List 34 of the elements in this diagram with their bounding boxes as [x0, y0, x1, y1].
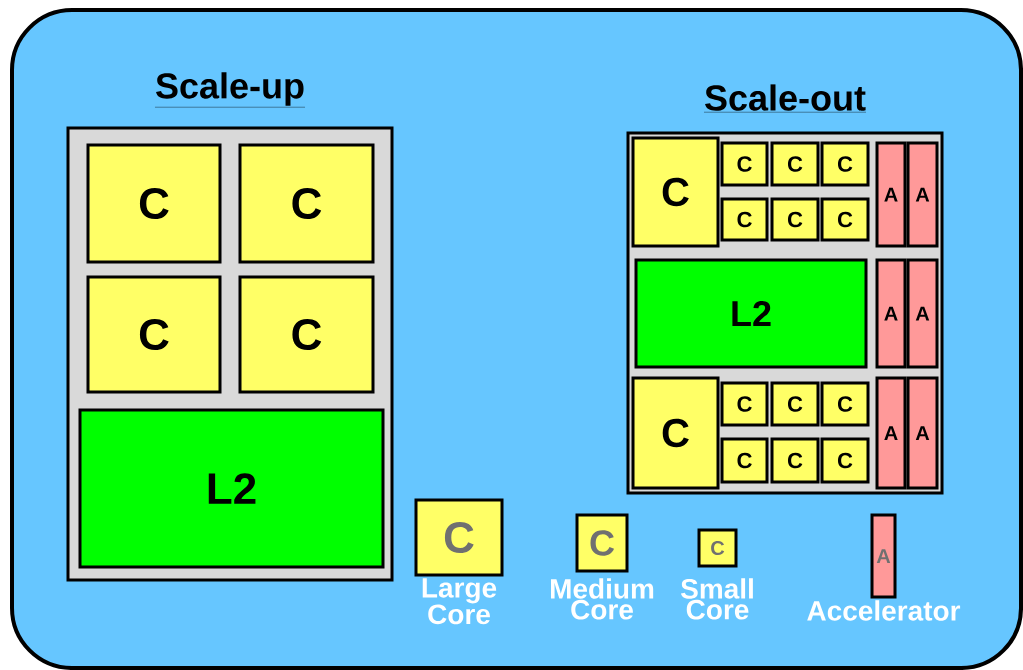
box-label: Large Core	[422, 578, 497, 625]
accelerator-box: A	[875, 141, 907, 248]
core-box: C	[770, 141, 820, 187]
accelerator-box: A	[906, 141, 939, 248]
core-box: C	[820, 381, 870, 427]
core-box: C	[820, 141, 870, 187]
core-box: C	[820, 197, 870, 242]
legend-core-box: C	[697, 528, 738, 568]
box-label: Accelerator	[807, 600, 961, 621]
accelerator-box: A	[906, 376, 939, 490]
core-box: C	[86, 275, 222, 394]
core-box: C	[720, 381, 769, 427]
legend-core-box: C	[414, 498, 504, 577]
legend-core-box: C	[575, 513, 629, 573]
accelerator-box: A	[906, 258, 939, 369]
accelerator-box: A	[875, 258, 907, 369]
cache-box: L2	[634, 258, 868, 369]
core-box: C	[770, 381, 820, 427]
core-box: C	[238, 275, 375, 394]
heading: Scale-up	[154, 72, 306, 108]
core-box: C	[770, 197, 820, 242]
accelerator-box: A	[875, 376, 907, 490]
box-label: Medium Core	[551, 578, 654, 620]
box-label: Small Core	[680, 578, 753, 620]
core-box: C	[770, 437, 820, 484]
heading: Scale-out	[703, 84, 867, 113]
core-box: C	[720, 437, 769, 484]
core-box: C	[86, 143, 222, 264]
core-box: C	[720, 197, 769, 242]
core-box: C	[820, 437, 870, 484]
core-box: C	[720, 141, 769, 187]
cache-box: L2	[78, 408, 385, 569]
legend-accelerator-box: A	[870, 513, 897, 599]
core-box: C	[238, 143, 375, 264]
